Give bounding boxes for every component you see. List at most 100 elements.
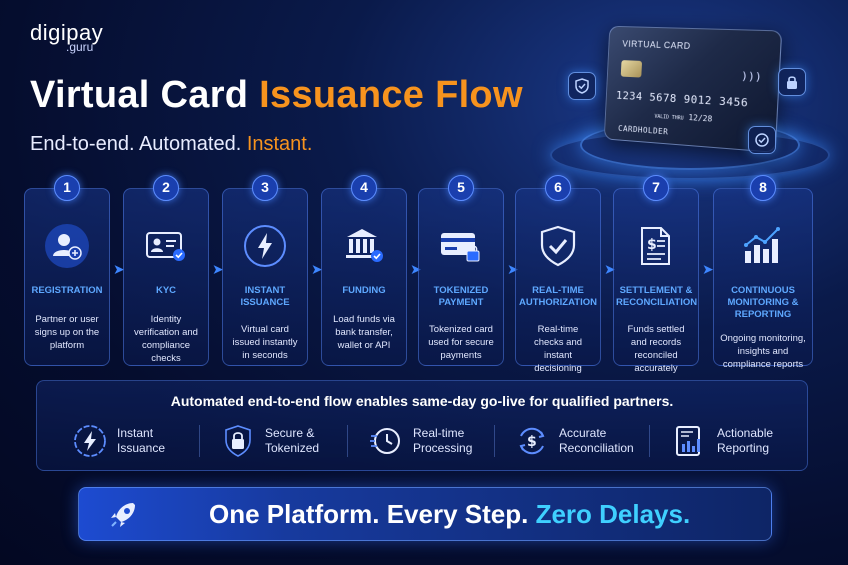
title-part1: Virtual Card <box>30 74 260 116</box>
feature-secure-tokenized: Secure &Tokenized <box>221 423 319 459</box>
page-title: Virtual Card Issuance Flow <box>30 74 523 117</box>
feature-label-line1: Secure & <box>265 426 315 440</box>
feature-label-line1: Accurate <box>559 426 607 440</box>
step-instant-issuance: 3 INSTANT ISSUANCE Virtual card issued i… <box>222 175 308 366</box>
bar-chart-icon <box>740 223 786 269</box>
logo-suffix: .guru <box>66 40 94 54</box>
step-number: 8 <box>750 175 776 201</box>
step-number: 5 <box>448 175 474 201</box>
step-title: KYC <box>155 285 177 296</box>
id-card-check-icon <box>143 223 189 269</box>
report-chart-icon <box>673 424 707 458</box>
subtitle-part1: End-to-end. Automated. <box>30 133 247 155</box>
step-title: SETTLEMENT & RECONCILIATION <box>616 285 698 308</box>
tagline-part2: Zero Delays. <box>535 499 691 529</box>
step-number: 2 <box>153 175 179 201</box>
card-valid: VALID THRU 12/28 <box>654 111 712 124</box>
step-description: Partner or user signs up on the platform <box>34 314 100 351</box>
rocket-icon <box>107 499 139 531</box>
tagline-banner: One Platform. Every Step. Zero Delays. <box>78 487 772 541</box>
chip-icon <box>620 60 643 78</box>
step-title: INSTANT ISSUANCE <box>240 285 290 308</box>
arrow-icon: ➤ <box>113 261 125 277</box>
step-number: 1 <box>54 175 80 201</box>
card-label: VIRTUAL CARD <box>622 38 691 51</box>
page-subtitle: End-to-end. Automated. Instant. <box>30 133 312 156</box>
lock-badge-icon <box>778 68 806 96</box>
user-add-icon <box>44 223 90 269</box>
check-badge-icon <box>748 126 776 154</box>
arrow-icon: ➤ <box>604 261 616 277</box>
step-number: 4 <box>351 175 377 201</box>
step-settlement-reconciliation: 7 $ SETTLEMENT & RECONCILIATION Funds se… <box>613 175 699 374</box>
lightning-circle-icon <box>73 424 107 458</box>
divider <box>199 425 200 457</box>
shield-check-icon <box>535 223 581 269</box>
svg-text:$: $ <box>647 237 657 253</box>
card-lock-icon <box>438 223 484 269</box>
tagline-part1: One Platform. Every Step. <box>209 499 536 529</box>
feature-label-line2: Reporting <box>717 441 770 455</box>
step-kyc: 2 KYC Identity verification and complian… <box>123 175 209 366</box>
step-number: 3 <box>252 175 278 201</box>
clock-icon <box>369 424 403 458</box>
step-tokenized-payment: 5 TOKENIZED PAYMENT Tokenized card used … <box>418 175 504 366</box>
subtitle-part2: Instant. <box>246 133 313 155</box>
feature-label: Secure &Tokenized <box>265 426 319 456</box>
contactless-icon: ))) <box>740 69 763 84</box>
arrow-icon: ➤ <box>507 261 519 277</box>
dollar-cycle-icon: $ <box>515 424 549 458</box>
features-heading: Automated end-to-end flow enables same-d… <box>170 393 674 409</box>
feature-label-line1: Real-time <box>413 426 465 440</box>
step-registration: 1 REGISTRATION Partner or user signs up … <box>24 175 110 366</box>
step-title: REGISTRATION <box>31 285 103 296</box>
lock-icon <box>221 424 255 458</box>
divider <box>347 425 348 457</box>
logo-wordmark: digipay <box>30 20 104 45</box>
step-funding: 4 FUNDING Load funds via bank transfer, … <box>321 175 407 366</box>
feature-label-line2: Reconciliation <box>559 441 634 455</box>
step-number: 6 <box>545 175 571 201</box>
feature-label-line2: Processing <box>413 441 473 455</box>
title-part2: Issuance Flow <box>259 74 523 116</box>
arrow-icon: ➤ <box>702 261 714 277</box>
step-description: Funds settled and records reconciled acc… <box>627 324 685 374</box>
step-description: Identity verification and compliance che… <box>134 314 198 364</box>
virtual-card-illustration: VIRTUAL CARD ))) 1234 5678 9012 3456 VAL… <box>540 20 840 180</box>
step-title: FUNDING <box>342 285 386 296</box>
step-description: Ongoing monitoring, insights and complia… <box>720 333 806 370</box>
process-steps: 1 REGISTRATION Partner or user signs up … <box>24 174 824 374</box>
features-panel: Automated end-to-end flow enables same-d… <box>36 380 808 471</box>
arrow-icon: ➤ <box>212 261 224 277</box>
feature-label-line1: Actionable <box>717 426 774 440</box>
feature-label-line1: Instant <box>117 426 154 440</box>
step-number: 7 <box>643 175 669 201</box>
step-title: CONTINUOUS MONITORING & REPORTING <box>727 285 799 320</box>
step-description: Real-time checks and instant decisioning <box>533 324 583 374</box>
step-real-time-authorization: 6 REAL-TIME AUTHORIZATION Real-time chec… <box>515 175 601 374</box>
card-holder: CARDHOLDER <box>617 123 669 137</box>
shield-badge-icon <box>568 72 596 100</box>
bank-icon <box>341 223 387 269</box>
step-title: TOKENIZED PAYMENT <box>433 285 489 308</box>
step-description: Load funds via bank transfer, wallet or … <box>333 314 395 351</box>
arrow-icon: ➤ <box>311 261 323 277</box>
lightning-icon <box>242 223 288 269</box>
step-title: REAL-TIME AUTHORIZATION <box>519 285 597 308</box>
svg-text:$: $ <box>527 434 537 450</box>
divider <box>649 425 650 457</box>
card-valid-date: 12/28 <box>688 112 713 124</box>
feature-label-line2: Tokenized <box>265 441 320 455</box>
feature-label-line2: Issuance <box>117 441 166 455</box>
document-dollar-icon: $ <box>633 223 679 269</box>
card-valid-label: VALID THRU <box>654 113 684 122</box>
card-number: 1234 5678 9012 3456 <box>615 88 749 110</box>
